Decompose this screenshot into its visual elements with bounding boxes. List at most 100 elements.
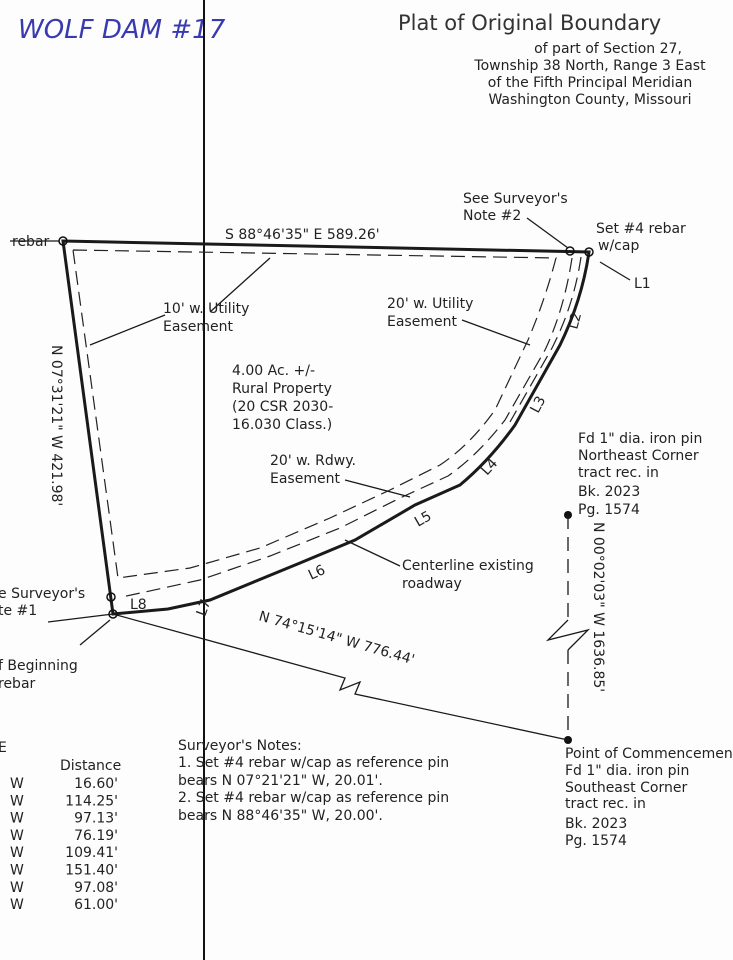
boundary-line <box>61 239 591 616</box>
handwritten-note: WOLF DAM #17 <box>18 15 226 45</box>
row-direction: W <box>10 776 24 792</box>
table-row: W 151.40' <box>10 863 118 879</box>
utility20-label: 20' w. Utility <box>387 296 473 312</box>
table-row: W 76.19' <box>10 828 118 844</box>
row-direction: W <box>10 863 24 879</box>
line-table: E Distance W 16.60' W 114.25' W 97.13' W 76.19'… <box>0 740 121 913</box>
line-label-l7: L7 <box>194 597 215 618</box>
line-label-l6: L6 <box>306 562 328 584</box>
row-direction: W <box>10 845 24 861</box>
line-label-l4: L4 <box>478 455 501 478</box>
subtitle-line: of part of Section 27, <box>534 41 682 57</box>
table-row: W 97.08' <box>10 880 118 896</box>
centerline-label: Centerline existing <box>402 558 534 574</box>
row-distance: 114.25' <box>65 793 118 809</box>
row-distance: 76.19' <box>74 828 118 844</box>
row-direction: W <box>10 811 24 827</box>
row-direction: W <box>10 880 24 896</box>
row-distance: 151.40' <box>65 863 118 879</box>
note1-ref-label: te #1 <box>0 603 37 619</box>
area-label: 16.030 Class.) <box>232 417 332 433</box>
table-header: Distance <box>60 758 121 774</box>
note-line: 2. Set #4 rebar w/cap as reference pin <box>178 790 449 806</box>
commencement-line: Point of Commencement <box>565 746 733 762</box>
line-label-l5: L5 <box>412 508 434 530</box>
west-bearing-label: N 07°31'21" W 421.98' <box>48 345 64 506</box>
area-label: Rural Property <box>232 381 332 397</box>
commencement-line: Fd 1" dia. iron pin <box>565 763 689 779</box>
leader-arrows <box>10 217 631 646</box>
note2-ref-label: See Surveyor's <box>463 191 568 207</box>
table-row: W 114.25' <box>10 793 118 809</box>
roadway-easement-line <box>121 257 573 598</box>
ne-corner-line: Northeast Corner <box>578 448 699 464</box>
plat-subtitle: of part of Section 27, Township 38 North… <box>473 41 706 108</box>
line-label-l1: L1 <box>634 276 651 292</box>
rebar-label: rebar <box>12 234 50 250</box>
surveyors-notes: Surveyor's Notes: 1. Set #4 rebar w/cap … <box>178 738 449 824</box>
notes-title: Surveyor's Notes: <box>178 738 302 754</box>
row-direction: W <box>10 897 24 913</box>
commencement-line: Bk. 2023 <box>565 816 627 832</box>
pin-icons <box>58 236 594 744</box>
ne-corner-line: Fd 1" dia. iron pin <box>578 431 702 447</box>
rebar-pin-icon <box>106 592 116 602</box>
set-rebar-label: w/cap <box>598 238 639 254</box>
row-direction: W <box>10 828 24 844</box>
utility10-label: 10' w. Utility <box>163 301 249 317</box>
line-label-l2: L2 <box>565 311 585 331</box>
line-label-l8: L8 <box>130 597 147 613</box>
roadway-centerline <box>509 256 582 423</box>
line-label-l3: L3 <box>527 394 549 416</box>
commencement-line: tract rec. in <box>565 796 646 812</box>
note-line: bears N 88°46'35" W, 20.00'. <box>178 808 383 824</box>
area-label: 4.00 Ac. +/- <box>232 363 315 379</box>
rebar-pin-icon <box>584 247 594 257</box>
area-label: (20 CSR 2030- <box>232 399 333 415</box>
table-row: W 16.60' <box>10 776 118 792</box>
row-distance: 16.60' <box>74 776 118 792</box>
plat-title: Plat of Original Boundary <box>398 11 661 35</box>
east-tie-bearing-label: N 00°02'03" W 1636.85' <box>590 522 606 692</box>
set-rebar-label: Set #4 rebar <box>596 221 686 237</box>
leader-line <box>47 613 114 623</box>
tie-bearing-label: N 74°15'14" W 776.44' <box>257 608 416 668</box>
rdwy-easement-label: Easement <box>270 471 340 487</box>
row-distance: 97.08' <box>74 880 118 896</box>
north-bearing-label: S 88°46'35" E 589.26' <box>225 227 380 243</box>
table-header: E <box>0 740 7 756</box>
utility20-label: Easement <box>387 314 457 330</box>
row-distance: 97.13' <box>74 811 118 827</box>
table-row: W 61.00' <box>10 897 118 913</box>
commencement-line: Pg. 1574 <box>565 833 627 849</box>
beginning-label: rebar <box>0 676 36 692</box>
ne-corner-line: tract rec. in <box>578 465 659 481</box>
row-direction: W <box>10 793 24 809</box>
ne-corner-line: Pg. 1574 <box>578 502 640 518</box>
beginning-label: f Beginning <box>0 658 78 674</box>
row-distance: 61.00' <box>74 897 118 913</box>
centerline-label: roadway <box>402 576 462 592</box>
utility-easement-line <box>72 249 557 579</box>
tie-line <box>112 613 569 741</box>
table-row: W 97.13' <box>10 811 118 827</box>
note2-ref-label: Note #2 <box>463 208 521 224</box>
note1-ref-label: e Surveyor's <box>0 586 85 602</box>
commencement-label: Point of Commencement Fd 1" dia. iron pi… <box>565 746 733 849</box>
row-distance: 109.41' <box>65 845 118 861</box>
subtitle-line: Township 38 North, Range 3 East <box>473 58 706 74</box>
rdwy-easement-label: 20' w. Rdwy. <box>270 453 356 469</box>
subtitle-line: Washington County, Missouri <box>488 92 691 108</box>
ne-corner-label: Fd 1" dia. iron pin Northeast Corner tra… <box>578 431 702 518</box>
ne-corner-line: Bk. 2023 <box>578 484 640 500</box>
break-symbol <box>545 619 591 651</box>
commencement-line: Southeast Corner <box>565 780 687 796</box>
rebar-pin-icon <box>565 246 575 256</box>
note-line: 1. Set #4 rebar w/cap as reference pin <box>178 755 449 771</box>
subtitle-line: of the Fifth Principal Meridian <box>488 75 692 91</box>
utility10-label: Easement <box>163 319 233 335</box>
note-line: bears N 07°21'21" W, 20.01'. <box>178 773 383 789</box>
table-row: W 109.41' <box>10 845 118 861</box>
